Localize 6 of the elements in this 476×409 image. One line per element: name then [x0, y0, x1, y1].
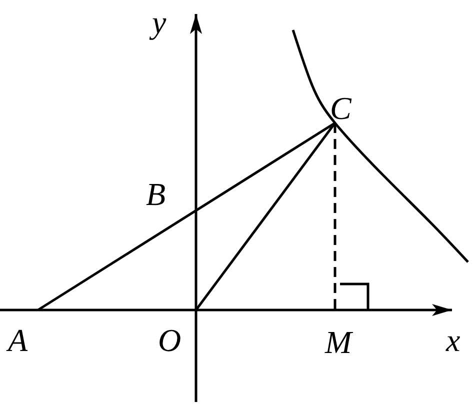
point-label: B — [146, 178, 166, 210]
point-label: M — [325, 326, 352, 358]
point-label: C — [330, 92, 352, 124]
point-label: O — [158, 324, 182, 356]
point-label: x — [446, 324, 460, 356]
point-label: A — [8, 324, 28, 356]
